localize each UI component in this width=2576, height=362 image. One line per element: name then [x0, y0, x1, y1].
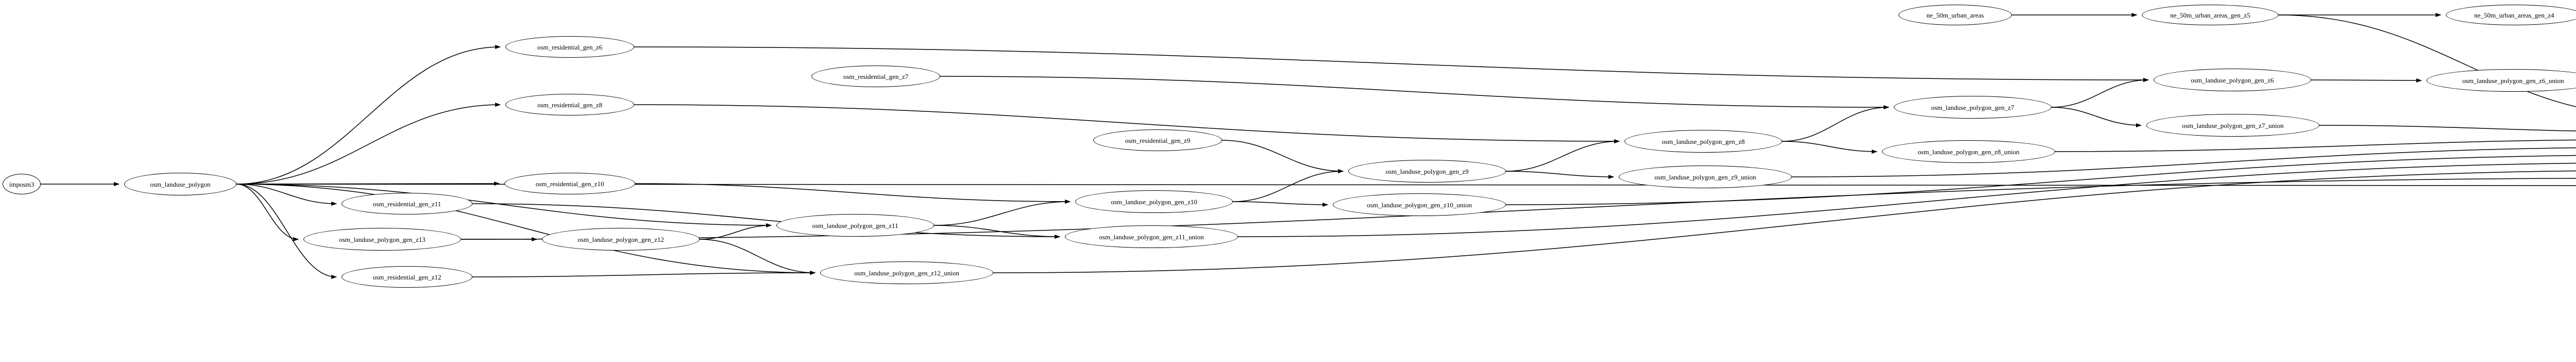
edge-osm_landuse_polygon-to-osm_landuse_polygon_gen_z12_union [236, 184, 816, 275]
graph-node-label: ne_50m_urban_areas_gen_z5 [2170, 11, 2250, 19]
edge-osm_landuse_polygon_gen_z12-to-osm_landuse_polygon_gen_z12_union [699, 239, 816, 275]
graph-node-label: osm_residential_gen_z11 [372, 200, 442, 208]
graph-node-osm_landuse_polygon_gen_z10[interactable]: osm_landuse_polygon_gen_z10 [1075, 190, 1233, 213]
edge-osm_landuse_polygon-to-osm_landuse_polygon_gen_z13 [236, 184, 299, 241]
edge-osm_residential_gen_z7-to-osm_landuse_polygon_gen_z7 [940, 76, 1889, 109]
edge-osm_landuse_polygon-to-osm_residential_gen_z8 [236, 103, 501, 185]
edge-osm_landuse_polygon_gen_z10-to-osm_landuse_polygon_gen_z9 [1232, 169, 1344, 202]
graph-node-label: osm_residential_gen_z7 [843, 72, 909, 80]
graph-node-label: ne_50m_urban_areas_gen_z4 [2474, 11, 2554, 19]
edge-osm_residential_gen_z11-to-osm_landuse_polygon_gen_z11_union [472, 203, 1060, 239]
edge-osm_landuse_polygon_gen_z7_union-to-layer_landuse_z7 [2319, 125, 2576, 131]
edge-osm_landuse_polygon_gen_z9_union-to-layer_landuse_z9 [1791, 147, 2576, 177]
graph-node-label: osm_landuse_polygon_gen_z9 [1385, 167, 1469, 175]
graph-node-label: osm_landuse_polygon_gen_z8_union [1918, 147, 2020, 156]
edge-osm_landuse_polygon_gen_z7-to-osm_landuse_polygon_gen_z7_union [2051, 107, 2142, 127]
graph-node-osm_landuse_polygon_gen_z8_union[interactable]: osm_landuse_polygon_gen_z8_union [1882, 140, 2055, 163]
edge-osm_residential_gen_z12-to-osm_landuse_polygon_gen_z12_union [472, 271, 816, 277]
graph-node-ne_50m_urban_areas[interactable]: ne_50m_urban_areas [1899, 5, 2012, 25]
edge-osm_landuse_polygon-to-osm_landuse_polygon_gen_z11 [236, 184, 772, 227]
graph-node-label: osm_residential_gen_z10 [535, 179, 604, 188]
edge-osm_landuse_polygon-to-osm_residential_gen_z12 [236, 184, 337, 279]
graph-node-label: osm_residential_gen_z9 [1125, 136, 1191, 144]
edge-osm_residential_gen_z6-to-osm_landuse_polygon_gen_z6 [634, 46, 2149, 82]
graph-node-osm_landuse_polygon_gen_z12_union[interactable]: osm_landuse_polygon_gen_z12_union [820, 261, 993, 284]
graph-node-osm_landuse_polygon_gen_z9_union[interactable]: osm_landuse_polygon_gen_z9_union [1619, 166, 1792, 188]
graph-node-osm_residential_gen_z8[interactable]: osm_residential_gen_z8 [505, 94, 634, 116]
graph-node-osm_landuse_polygon_gen_z7_union[interactable]: osm_landuse_polygon_gen_z7_union [2146, 114, 2319, 137]
graph-node-osm_landuse_polygon[interactable]: osm_landuse_polygon [124, 173, 236, 195]
graph-node-label: osm_landuse_polygon_gen_z9_union [1654, 173, 1756, 181]
graph-node-osm_residential_gen_z7[interactable]: osm_residential_gen_z7 [811, 65, 940, 87]
edge-osm_landuse_polygon_gen_z8-to-osm_landuse_polygon_gen_z7 [1782, 105, 1889, 142]
graph-node-label: osm_residential_gen_z12 [372, 273, 442, 281]
edge-osm_residential_gen_z9-to-osm_landuse_polygon_gen_z9 [1222, 140, 1344, 173]
edge-osm_landuse_polygon_gen_z8_union-to-layer_landuse_z8 [2055, 139, 2576, 152]
graph-node-osm_residential_gen_z6[interactable]: osm_residential_gen_z6 [505, 36, 634, 58]
graph-node-osm_landuse_polygon_gen_z9[interactable]: osm_landuse_polygon_gen_z9 [1348, 160, 1506, 183]
edge-ne_50m_urban_areas_gen_z5-to-layer_landuse_z5 [2278, 14, 2576, 107]
graph-node-label: ne_50m_urban_areas [1926, 11, 1984, 19]
graph-node-label: osm_landuse_polygon_gen_z7 [1931, 103, 2014, 111]
edge-osm_landuse_polygon_gen_z12_union-to-layer_landuse_z12 [993, 170, 2576, 273]
graph-node-ne_50m_urban_areas_gen_z4[interactable]: ne_50m_urban_areas_gen_z4 [2446, 5, 2576, 25]
graph-node-label: imposm3 [9, 180, 35, 188]
graph-node-osm_residential_gen_z10[interactable]: osm_residential_gen_z10 [504, 173, 635, 194]
graph-node-osm_landuse_polygon_gen_z7[interactable]: osm_landuse_polygon_gen_z7 [1894, 96, 2052, 119]
graph-node-osm_landuse_polygon_gen_z12[interactable]: osm_landuse_polygon_gen_z12 [542, 228, 700, 251]
edge-osm_landuse_polygon_gen_z11_union-to-layer_landuse_z11 [1238, 162, 2576, 237]
graph-node-label: osm_landuse_polygon_gen_z12 [578, 235, 664, 243]
graph-node-osm_landuse_polygon_gen_z6_union[interactable]: osm_landuse_polygon_gen_z6_union [2427, 69, 2576, 92]
graph-node-label: osm_landuse_polygon_gen_z10_union [1367, 201, 1472, 209]
graph-node-label: osm_landuse_polygon_gen_z6 [2191, 76, 2274, 84]
edge-osm_landuse_polygon_gen_z8-to-osm_landuse_polygon_gen_z8_union [1782, 141, 1877, 154]
graph-node-osm_landuse_polygon_gen_z11[interactable]: osm_landuse_polygon_gen_z11 [776, 214, 934, 237]
graph-node-label: osm_landuse_polygon_gen_z6_union [2462, 76, 2564, 85]
graph-node-osm_residential_gen_z9[interactable]: osm_residential_gen_z9 [1093, 129, 1222, 151]
edge-osm_landuse_polygon-to-osm_residential_gen_z11 [236, 184, 337, 206]
graph-node-label: osm_landuse_polygon_gen_z7_union [2182, 121, 2284, 129]
edge-osm_landuse_polygon_gen_z10_union-to-layer_landuse_z10 [1505, 155, 2576, 205]
edge-osm_residential_gen_z10-to-osm_landuse_polygon_gen_z10 [635, 183, 1071, 204]
edge-osm_landuse_polygon_gen_z11-to-osm_landuse_polygon_gen_z10 [934, 200, 1071, 226]
graph-node-label: osm_landuse_polygon_gen_z8 [1662, 137, 1745, 145]
graph-node-label: osm_landuse_polygon_gen_z11 [812, 221, 899, 229]
graph-node-osm_landuse_polygon_gen_z6[interactable]: osm_landuse_polygon_gen_z6 [2154, 69, 2311, 91]
graph-node-label: osm_landuse_polygon_gen_z12_union [854, 269, 959, 277]
graph-node-osm_landuse_polygon_gen_z11_union[interactable]: osm_landuse_polygon_gen_z11_union [1065, 225, 1238, 248]
edge-osm_landuse_polygon_gen_z7-to-osm_landuse_polygon_gen_z6 [2051, 78, 2149, 108]
edge-osm_landuse_polygon_gen_z9-to-osm_landuse_polygon_gen_z9_union [1505, 171, 1614, 179]
edge-osm_landuse_polygon-to-osm_residential_gen_z6 [236, 45, 501, 185]
graph-node-label: osm_residential_gen_z6 [537, 43, 603, 51]
edge-osm_residential_gen_z8-to-osm_landuse_polygon_gen_z8 [634, 104, 1620, 143]
graph-node-ne_50m_urban_areas_gen_z5[interactable]: ne_50m_urban_areas_gen_z5 [2142, 5, 2279, 25]
graph-node-osm_residential_gen_z11[interactable]: osm_residential_gen_z11 [342, 193, 472, 215]
graph-node-label: osm_landuse_polygon_gen_z10 [1111, 198, 1197, 206]
edge-osm_landuse_polygon_gen_z11-to-osm_landuse_polygon_gen_z11_union [934, 225, 1060, 239]
graph-node-label: osm_landuse_polygon [150, 180, 211, 188]
edge-osm_landuse_polygon_gen_z10-to-osm_landuse_polygon_gen_z10_union [1232, 201, 1328, 207]
edge-osm_landuse_polygon_gen_z12-to-osm_landuse_polygon_gen_z11 [699, 223, 772, 240]
graph-node-osm_landuse_polygon_gen_z10_union[interactable]: osm_landuse_polygon_gen_z10_union [1333, 193, 1506, 216]
graph-node-osm_landuse_polygon_gen_z8[interactable]: osm_landuse_polygon_gen_z8 [1624, 130, 1782, 153]
graph-node-osm_residential_gen_z12[interactable]: osm_residential_gen_z12 [342, 266, 472, 288]
graph-node-label: osm_landuse_polygon_gen_z13 [339, 235, 426, 243]
graph-node-label: osm_landuse_polygon_gen_z11_union [1099, 233, 1204, 241]
graph-node-osm_landuse_polygon_gen_z13[interactable]: osm_landuse_polygon_gen_z13 [303, 228, 461, 251]
graph-node-imposm3[interactable]: imposm3 [3, 174, 41, 194]
edge-osm_landuse_polygon_gen_z9-to-osm_landuse_polygon_gen_z8 [1505, 139, 1620, 172]
graph-node-label: osm_residential_gen_z8 [537, 101, 603, 109]
